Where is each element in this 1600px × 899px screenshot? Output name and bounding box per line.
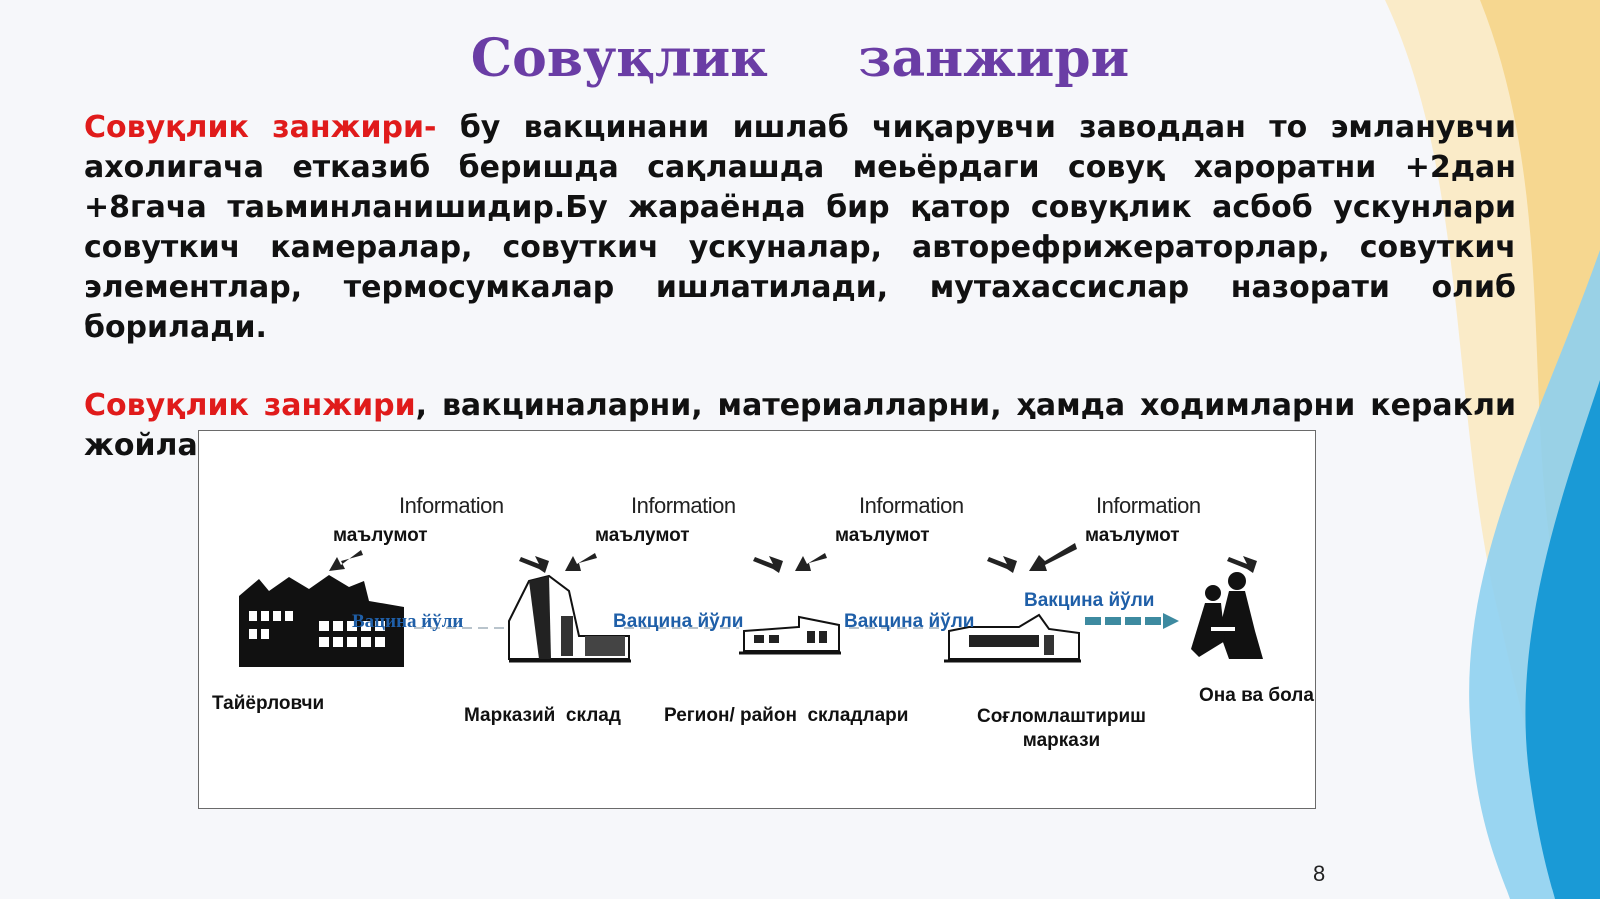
purpose-term: Совуқлик занжири (84, 388, 416, 423)
info-arrow-4b (1029, 543, 1077, 571)
node-label-regional-warehouses: Регион/ район складлари (664, 705, 909, 726)
central-warehouse-icon (508, 574, 631, 663)
vaccine-route-label-3: Вакцина йўли (844, 611, 975, 632)
vaccine-route-label-2: Вакцина йўли (613, 611, 744, 632)
vaccine-route-label-4: Вакцина йўли (1024, 590, 1155, 611)
final-flow-arrow (1085, 613, 1179, 629)
information-label-3: Information (859, 493, 964, 518)
info-arrow-1 (329, 550, 363, 571)
diagram-graphics (239, 543, 1263, 667)
info-arrow-2b (565, 553, 597, 571)
node-label-manufacturer: Тайёрловчи (212, 693, 325, 714)
malumot-label-3: маълумот (835, 525, 930, 546)
node-label-health-center: Соғломлаштириш маркази (976, 706, 1147, 751)
information-label-1: Information (399, 493, 504, 518)
definition-text: бу вакцинани ишлаб чиқарувчи заводдан то… (84, 110, 1516, 345)
definition-term: Совуқлик занжири- (84, 110, 437, 145)
definition-paragraph: Совуқлик занжири- бу вакцинани ишлаб чиқ… (84, 108, 1516, 348)
info-arrow-2a (519, 556, 549, 573)
malumot-label-1: маълумот (333, 525, 428, 546)
page-title: Совуқлик занжири (470, 28, 1130, 89)
malumot-label-2: маълумот (595, 525, 690, 546)
regional-warehouse-icon (739, 615, 841, 655)
information-label-2: Information (631, 493, 736, 518)
node-label-central-warehouse: Марказий склад (464, 705, 621, 726)
information-arrows (329, 543, 1257, 573)
information-label-4: Information (1096, 493, 1201, 518)
info-arrow-3b (795, 553, 827, 571)
vaccine-route-label-1: Вацина йўли (352, 611, 464, 632)
info-arrow-3a (753, 556, 783, 573)
info-arrow-4a (987, 556, 1017, 573)
health-center-icon (944, 613, 1081, 663)
node-label-mother-and-child: Она ва бола (1199, 685, 1314, 706)
cold-chain-diagram: Information Information Information Info… (198, 430, 1316, 809)
info-arrow-5 (1227, 556, 1257, 573)
mother-and-child-icon (1191, 572, 1263, 659)
malumot-label-4: маълумот (1085, 525, 1180, 546)
page-number: 8 (1313, 861, 1326, 886)
manufacturer-building-icon (239, 575, 404, 667)
